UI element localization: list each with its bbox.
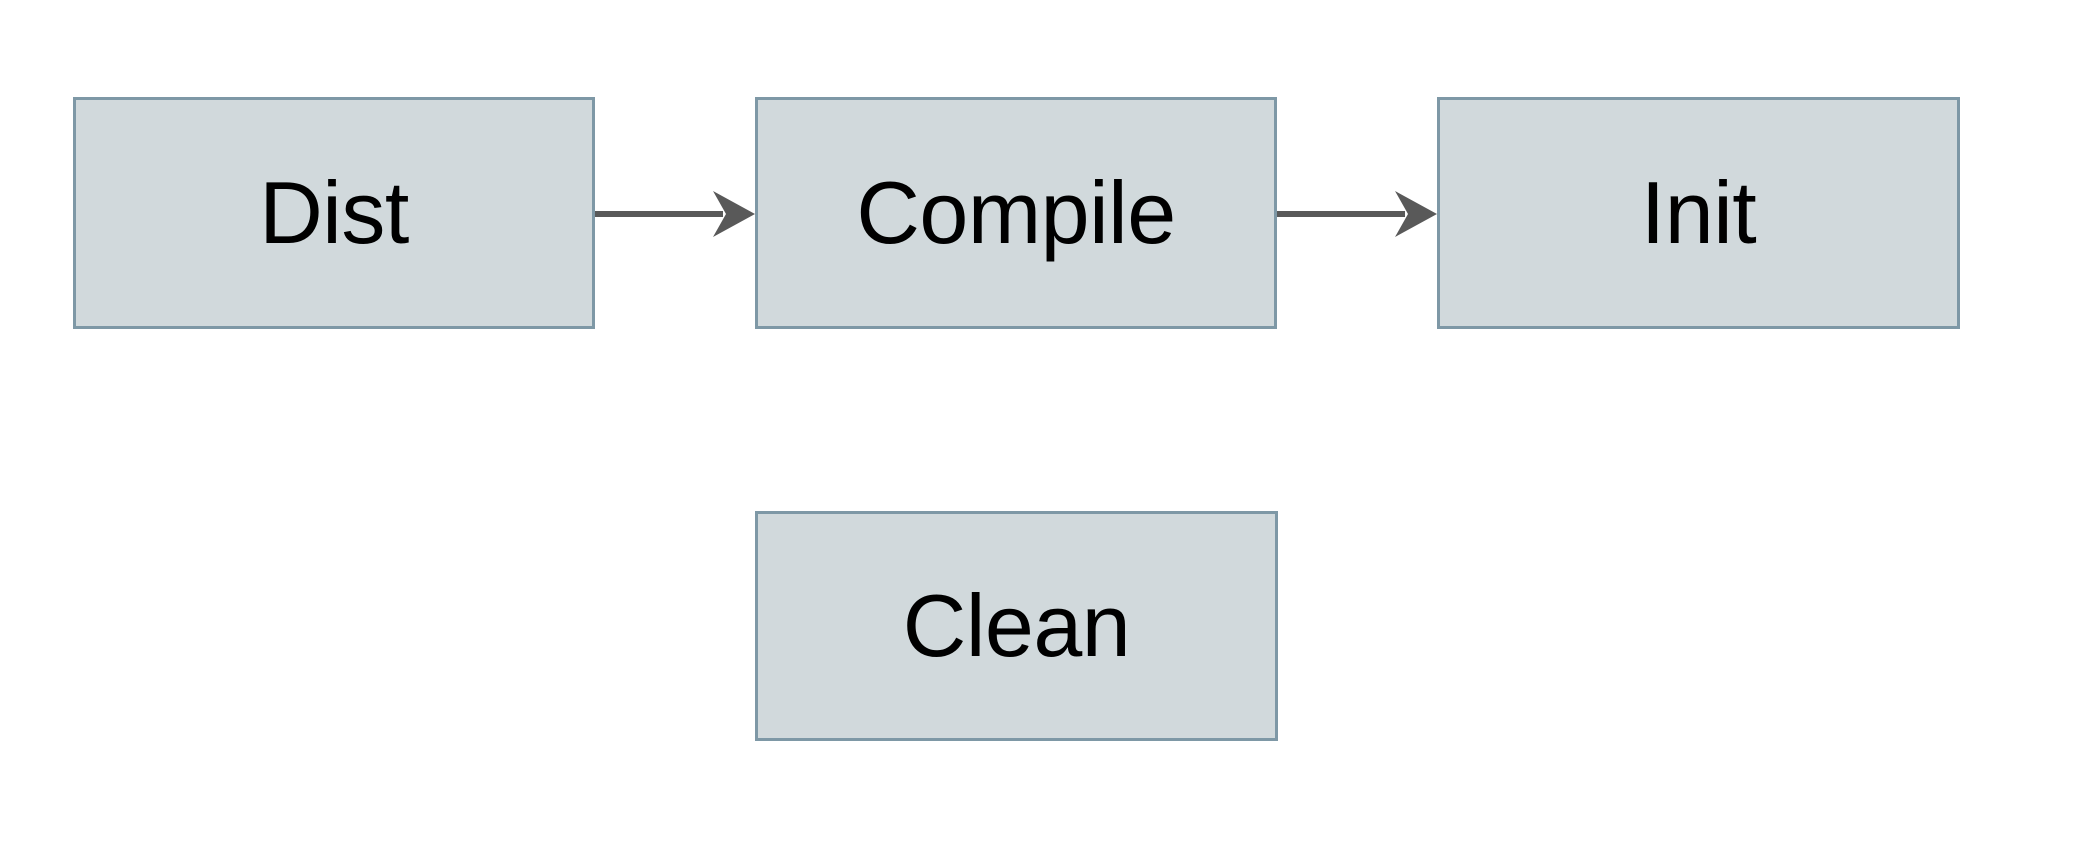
node-clean[interactable]: Clean xyxy=(755,511,1278,741)
node-clean-label: Clean xyxy=(902,576,1131,675)
node-init-label: Init xyxy=(1640,163,1757,262)
node-dist-label: Dist xyxy=(259,163,409,262)
node-dist[interactable]: Dist xyxy=(73,97,595,329)
arrowhead-icon xyxy=(1395,191,1437,237)
edge-compile-to-init[interactable] xyxy=(1277,183,1437,245)
node-compile-label: Compile xyxy=(856,163,1176,262)
node-init[interactable]: Init xyxy=(1437,97,1960,329)
node-compile[interactable]: Compile xyxy=(755,97,1277,329)
edge-dist-to-compile[interactable] xyxy=(595,183,755,245)
arrowhead-icon xyxy=(713,191,755,237)
